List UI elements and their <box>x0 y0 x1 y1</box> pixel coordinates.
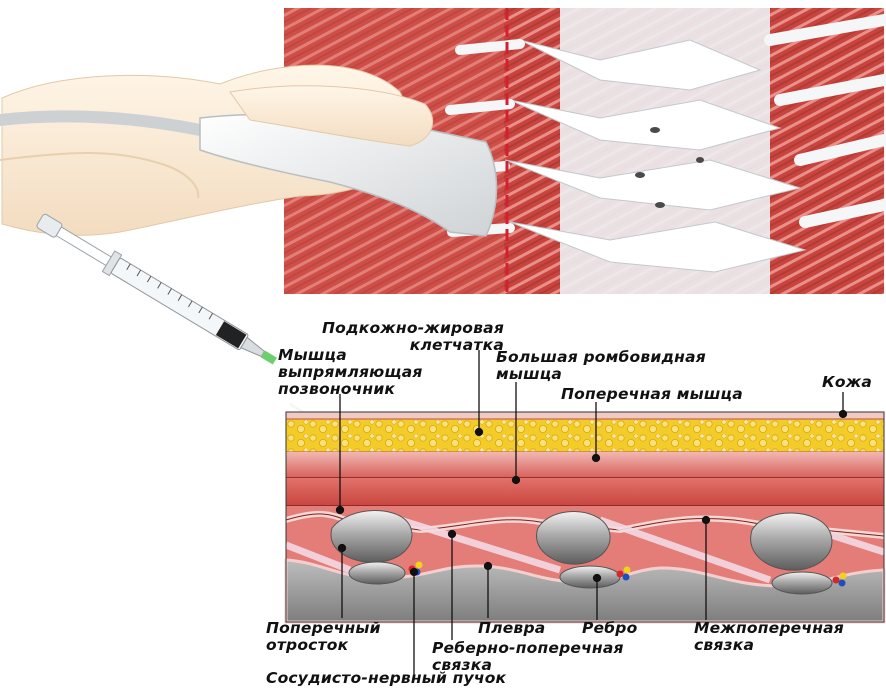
label-erector-spinae: Мышца выпрямляющая позвоночник <box>278 347 423 398</box>
label-line: Плевра <box>478 620 545 637</box>
label-line: Подкожно-жировая <box>322 320 504 337</box>
skin-layer <box>286 412 884 419</box>
syringe <box>34 210 281 372</box>
label-line: выпрямляющая <box>278 364 423 381</box>
label-line: Кожа <box>822 374 872 391</box>
label-line: мышца <box>496 366 706 383</box>
label-line: связка <box>694 637 844 654</box>
label-line: позвоночник <box>278 381 423 398</box>
label-intertransverse-ligament: Межпоперечная связка <box>694 620 844 654</box>
label-line: Поперечная мышца <box>561 386 743 403</box>
label-line: Большая ромбовидная <box>496 349 706 366</box>
label-line: Межпоперечная <box>694 620 844 637</box>
label-line: Мышца <box>278 347 423 364</box>
erector-muscle-layer <box>286 478 884 506</box>
fat-layer <box>286 419 884 452</box>
label-line: Реберно-поперечная <box>432 640 624 657</box>
label-line: Поперечный <box>266 620 381 637</box>
label-line: Сосудисто-нервный пучок <box>266 670 506 687</box>
label-line: Ребро <box>582 620 637 637</box>
label-line: отросток <box>266 637 381 654</box>
label-pleura: Плевра <box>478 620 545 637</box>
label-skin: Кожа <box>822 374 872 391</box>
label-rhomboid-major: Большая ромбовидная мышца <box>496 349 706 383</box>
rhomboid-muscle-layer <box>286 452 884 478</box>
label-rib: Ребро <box>582 620 637 637</box>
label-neurovascular-bundle: Сосудисто-нервный пучок <box>266 670 506 687</box>
tissue-cross-section <box>286 412 884 622</box>
label-transverse-process: Поперечный отросток <box>266 620 381 654</box>
label-transverse-muscle: Поперечная мышца <box>561 386 743 403</box>
